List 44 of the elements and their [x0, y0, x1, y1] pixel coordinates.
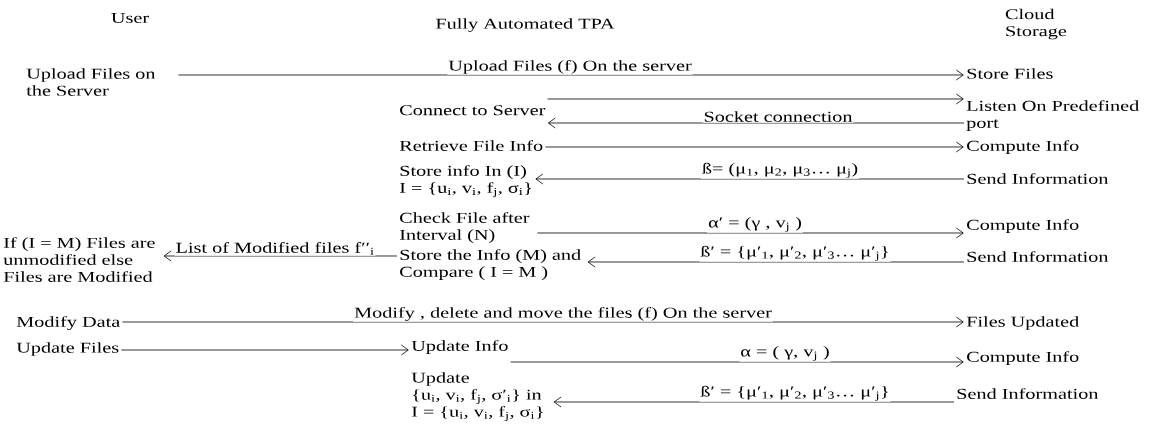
arrow [122, 316, 964, 328]
step-text: Compute Info [967, 219, 1079, 233]
step-text: Listen On Predefined port [966, 100, 1139, 131]
arrow [547, 93, 964, 105]
edge-label: α′ = (γ , v$_{j}$ ) [707, 216, 803, 233]
arrow [535, 173, 965, 185]
step-text: Send Information [967, 173, 1109, 184]
edge-label: α = ( γ, v$_{j}$ ) [739, 345, 831, 362]
step-text: Update {u$_{i}$, v$_{i}$, f$_{j}$, σ′$_{i}$} in I = {u$_{i}$, v$_{i}$, f$_{j}$, σ$_{i}$} [411, 372, 543, 421]
edge-label: List of Modified files f′′$_{i}$ [174, 241, 376, 256]
step-text: Update Files [16, 342, 119, 356]
arrow [178, 69, 964, 81]
step-text: Files Updated [966, 316, 1079, 330]
step-text: Compute Info [967, 351, 1079, 365]
step-text: Store the Info (M) and Compare ( I = M ) [400, 249, 581, 280]
arrow [587, 256, 965, 268]
arrow [510, 356, 964, 368]
step-text: Compute Info [967, 140, 1079, 154]
step-text: Send Information [967, 251, 1109, 262]
step-text: Update Info [411, 340, 508, 354]
step-text: Retrieve File Info [399, 140, 543, 151]
arrow [537, 227, 964, 239]
arrow [544, 141, 964, 153]
arrow [120, 344, 409, 356]
edge-label: Upload Files (f) On the server [447, 59, 693, 75]
column-heading: User [111, 13, 149, 23]
step-text: Store Files [967, 68, 1053, 79]
step-text: Check File after Interval (N) [399, 212, 530, 243]
edge-label: Socket connection [702, 110, 854, 123]
edge-label: ß′ = {μ′$_{1}$, μ′$_{2}$, μ′$_{3}$… μ′$_{j}$} [699, 244, 891, 262]
step-text: Modify Data [16, 316, 120, 330]
arrow [547, 117, 965, 129]
edge-label: ß′ = {μ′$_{1}$, μ′$_{2}$, μ′$_{3}$… μ′$_{j}$} [699, 384, 891, 402]
edge-label: Modify , delete and move the files (f) On the server [353, 306, 773, 322]
step-text: Store info In (I) I = {u$_{i}$, v$_{i}$, f$_{j}$, σ$_{i}$} [399, 165, 532, 198]
column-heading: Cloud Storage [1005, 8, 1067, 40]
arrow [163, 250, 398, 262]
edge-label: ß= (μ$_{1}$, μ$_{2}$, μ$_{3}$… μ$_{j}$) [700, 161, 860, 179]
step-text: Upload Files on the Server [26, 68, 156, 96]
step-text: Send Information [957, 388, 1099, 399]
column-heading: Fully Automated TPA [435, 18, 615, 32]
step-text: If (I = M) Files are unmodified else Files are Modified [3, 237, 155, 282]
step-text: Connect to Server [400, 105, 546, 116]
arrow [553, 396, 955, 408]
